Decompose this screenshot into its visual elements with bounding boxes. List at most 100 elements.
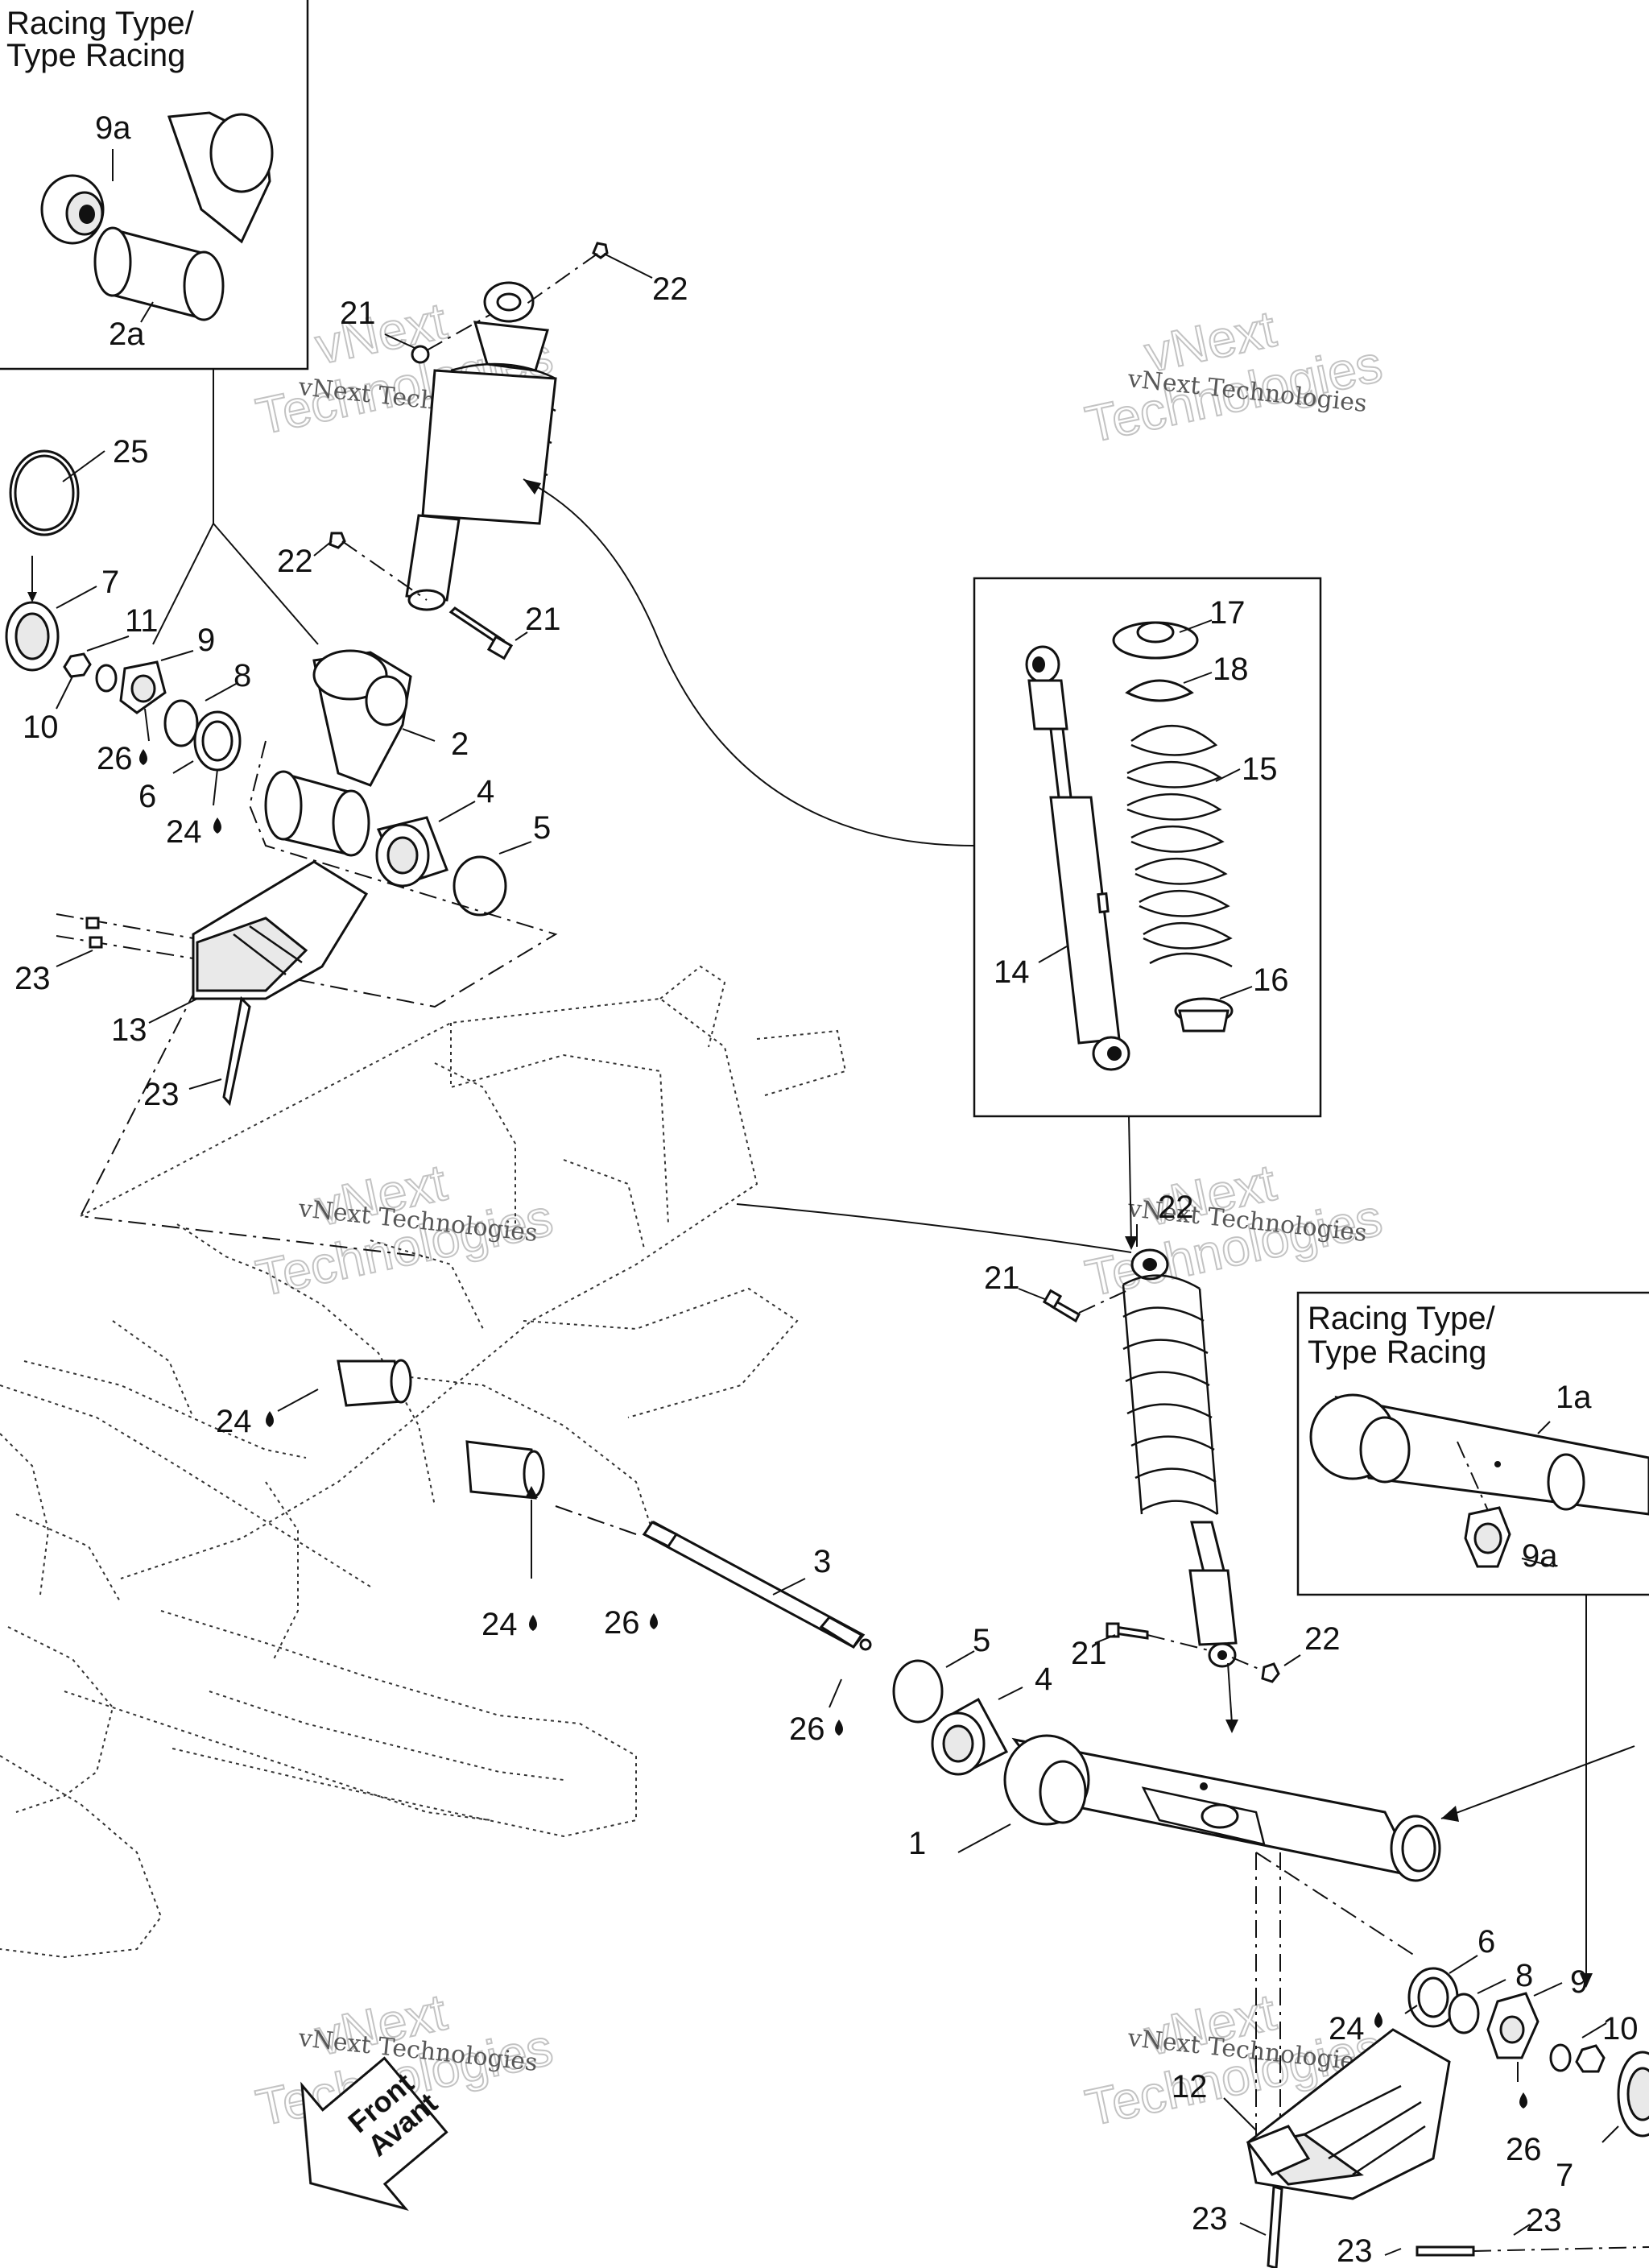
inset-title-line2: Type Racing [6, 38, 185, 73]
inset-title-line1: Racing Type/ [1308, 1301, 1496, 1336]
callout-9a-right: 9a [1522, 1538, 1558, 1574]
leader-17 [1179, 619, 1213, 633]
part-2-upper-arm [264, 649, 412, 857]
callout-21-top: 21 [340, 296, 376, 331]
part-9a-bushing [40, 174, 105, 245]
part-13-guard [192, 860, 369, 1000]
callout-23-a: 23 [14, 961, 51, 996]
callout-23-e: 23 [1337, 2233, 1373, 2268]
callout-12: 12 [1172, 2069, 1208, 2105]
inset-connector-left [152, 369, 214, 645]
frame-to-shock-line [736, 1203, 1132, 1253]
part-11-washer [95, 664, 118, 693]
callout-7-right: 7 [1556, 2158, 1573, 2193]
bolt-23-bottom-b [1415, 2245, 1475, 2257]
grease-drop-icon [650, 1613, 658, 1629]
callout-7-left: 7 [101, 565, 119, 600]
inset-arrow-to-lower-shock [1128, 1115, 1132, 1245]
callout-17: 17 [1209, 595, 1246, 631]
callout-8-left: 8 [234, 658, 251, 693]
callout-2a: 2a [109, 317, 145, 352]
callout-9-right: 9 [1570, 1964, 1588, 2000]
grease-drop-icon [835, 1720, 843, 1736]
bolt-23-bottom-a [1267, 2185, 1283, 2268]
part-12-guard [1246, 2028, 1451, 2200]
shock-detail-inset [973, 577, 1322, 1118]
callout-26-shaft: 26 [789, 1711, 825, 1747]
leader-16 [1219, 986, 1253, 999]
callout-26-left: 26 [97, 741, 133, 776]
callout-24-frame-b: 24 [481, 1607, 518, 1642]
callout-4-top: 4 [477, 774, 494, 809]
grease-drop-icon [213, 817, 221, 834]
callout-2: 2 [451, 726, 469, 762]
callout-23-b: 23 [143, 1077, 180, 1112]
callout-10-left: 10 [23, 710, 59, 745]
callout-14: 14 [994, 954, 1030, 990]
part-8-ring [163, 699, 199, 747]
part-4-bearing-top [375, 816, 448, 888]
shock-assembly-lower [1122, 1248, 1238, 1668]
vehicle-frame [0, 965, 847, 1959]
callout-9-left: 9 [197, 623, 215, 658]
callout-23-c: 23 [1192, 2201, 1228, 2237]
callout-1a: 1a [1556, 1380, 1592, 1415]
callout-23-d: 23 [1526, 2203, 1562, 2238]
callout-6-right: 6 [1477, 1924, 1495, 1960]
leader-18 [1183, 672, 1213, 684]
inset-title-line2: Type Racing [1308, 1335, 1486, 1370]
callout-13: 13 [111, 1012, 147, 1048]
part-4-bearing-lower [931, 1697, 1009, 1776]
part-2a-arm-sleeve [93, 111, 274, 321]
callout-10-right: 10 [1602, 2011, 1639, 2047]
callout-22-top: 22 [652, 271, 688, 307]
callout-21-bottom: 21 [1071, 1636, 1107, 1671]
callout-24-left: 24 [166, 814, 202, 850]
callout-21-lower: 21 [984, 1260, 1020, 1296]
inset-connector-right-arm [1440, 1745, 1635, 1819]
callout-5-lower: 5 [973, 1623, 990, 1658]
callout-8-right: 8 [1515, 1958, 1533, 1993]
callout-25: 25 [113, 434, 149, 470]
racing-inset-right: Racing Type/ Type Racing [1296, 1291, 1649, 1596]
right-hub-parts [1407, 1967, 1649, 2138]
inset-box [973, 577, 1322, 1118]
part-10-nut [63, 652, 92, 678]
leader-24-frame-a [277, 1389, 319, 1412]
watermark-group: vNext Technologies vNext Technologies vN… [250, 291, 1387, 2138]
grease-drop-icon [1519, 2092, 1527, 2109]
inset-border [1296, 1291, 1649, 1596]
callout-3: 3 [813, 1544, 831, 1579]
racing-inset-top-left: Racing Type/ Type Racing 9a 2a [0, 0, 309, 370]
inset-connector-right [213, 523, 319, 645]
arm-dash-line-a [1255, 1852, 1418, 1958]
nut-22-mid [329, 532, 346, 549]
part-3-shaft [555, 1505, 872, 1651]
callout-9a-top: 9a [95, 110, 131, 146]
callout-18: 18 [1213, 652, 1249, 687]
callout-22-mid: 22 [277, 544, 313, 579]
callout-5-top: 5 [533, 810, 551, 846]
callout-1: 1 [908, 1826, 926, 1861]
leader-14 [1038, 946, 1068, 963]
callout-22-bottom: 22 [1304, 1621, 1341, 1657]
callout-16: 16 [1253, 962, 1289, 998]
grease-drop-icon [266, 1411, 274, 1427]
grease-drop-icon [1374, 2012, 1382, 2028]
grease-drop-icon [529, 1615, 537, 1631]
shock-assembly-top [405, 281, 557, 611]
inset-border [0, 0, 309, 370]
inset-arrow-to-top-shock [523, 478, 975, 846]
callout-6-left: 6 [138, 779, 156, 814]
leader-15 [1215, 768, 1241, 782]
callout-24-frame-a: 24 [216, 1404, 252, 1439]
callout-22-lower: 22 [1158, 1190, 1194, 1225]
callout-11: 11 [125, 603, 159, 639]
bolt-23-b [56, 935, 194, 959]
callout-26-mid: 26 [604, 1605, 640, 1641]
callout-24-right: 24 [1329, 2011, 1365, 2047]
callout-21-mid: 21 [525, 602, 561, 637]
nut-21-top [411, 345, 430, 364]
grease-drop-icon [139, 749, 147, 765]
